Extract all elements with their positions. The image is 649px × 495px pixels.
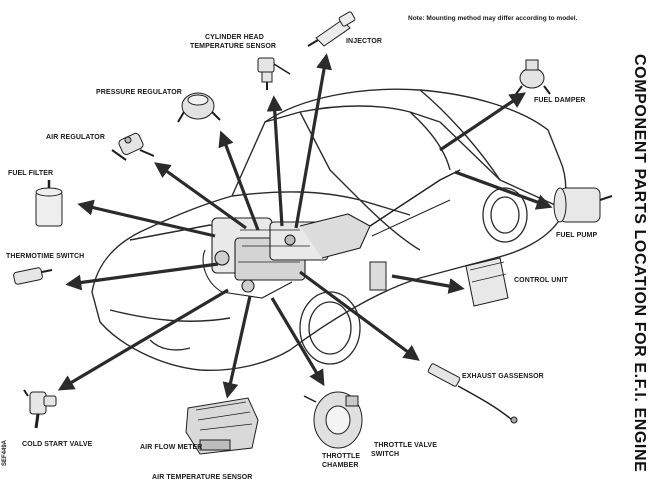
note-text: Note: Mounting method may differ accordi… xyxy=(408,15,578,22)
arrow-fuel-damper xyxy=(439,92,526,152)
arrow-air-flow-meter xyxy=(222,295,252,399)
cylinder-head-temp-sensor-part xyxy=(257,57,291,90)
pressure-regulator-part xyxy=(177,92,221,123)
label-throttle-chamber-1: THROTTLE xyxy=(322,453,361,460)
throttle-chamber-part xyxy=(303,391,363,449)
fuel-filter-part xyxy=(35,180,63,227)
label-injector: INJECTOR xyxy=(346,38,383,45)
pointer-arrows xyxy=(57,53,553,399)
arrow-control-unit xyxy=(391,274,465,294)
label-throttle-chamber-2: CHAMBER xyxy=(322,462,359,469)
car-outline xyxy=(91,88,567,372)
label-fuel-damper: FUEL DAMPER xyxy=(534,97,586,104)
label-air-temperature-sensor: AIR TEMPERATURE SENSOR xyxy=(152,474,253,481)
label-air-regulator: AIR REGULATOR xyxy=(46,134,105,141)
label-cold-start-valve: COLD START VALVE xyxy=(22,441,93,448)
label-cylinder-head-temp-1: CYLINDER HEAD xyxy=(205,34,264,41)
control-unit-part xyxy=(369,257,509,307)
label-thermotime-switch: THERMOTIME SWITCH xyxy=(6,253,85,260)
arrow-fuel-filter xyxy=(77,199,216,238)
label-throttle-valve-switch-2: SWITCH xyxy=(371,451,400,458)
cold-start-valve-part xyxy=(23,389,57,429)
page-title: COMPONENT PARTS LOCATION FOR E.F.I. ENGI… xyxy=(631,54,648,473)
label-exhaust-gas-sensor: EXHAUST GASSENSOR xyxy=(462,373,544,380)
air-flow-meter-part xyxy=(185,397,259,455)
label-throttle-valve-switch-1: THROTTLE VALVE xyxy=(374,442,437,449)
arrow-thermotime-switch xyxy=(65,262,219,291)
fuel-pump-part xyxy=(553,187,613,223)
label-pressure-regulator: PRESSURE REGULATOR xyxy=(96,89,182,96)
car-wheels xyxy=(149,187,528,365)
fuel-damper-part xyxy=(515,59,551,95)
arrow-pressure-regulator xyxy=(218,130,260,231)
label-control-unit: CONTROL UNIT xyxy=(514,277,568,284)
injector-part xyxy=(307,11,356,47)
arrow-fuel-pump xyxy=(454,170,553,210)
label-air-flow-meter: AIR FLOW METER xyxy=(140,444,203,451)
arrow-injector xyxy=(294,53,332,229)
arrow-cold-start-valve xyxy=(57,288,229,391)
thermotime-switch-part xyxy=(13,267,53,285)
arrow-exhaust-gas-sensor xyxy=(299,270,420,361)
engine-assembly xyxy=(202,169,461,299)
label-cylinder-head-temp-2: TEMPERATURE SENSOR xyxy=(190,43,277,50)
arrow-air-regulator xyxy=(154,162,247,230)
exhaust-gas-sensor-part xyxy=(427,363,518,424)
arrow-throttle-chamber xyxy=(270,297,325,387)
label-fuel-filter: FUEL FILTER xyxy=(8,170,54,177)
label-fuel-pump: FUEL PUMP xyxy=(556,232,598,239)
figure-code: SEF449A xyxy=(2,439,8,466)
arrow-cylinder-head-temp xyxy=(266,95,284,227)
air-regulator-part xyxy=(111,132,155,161)
